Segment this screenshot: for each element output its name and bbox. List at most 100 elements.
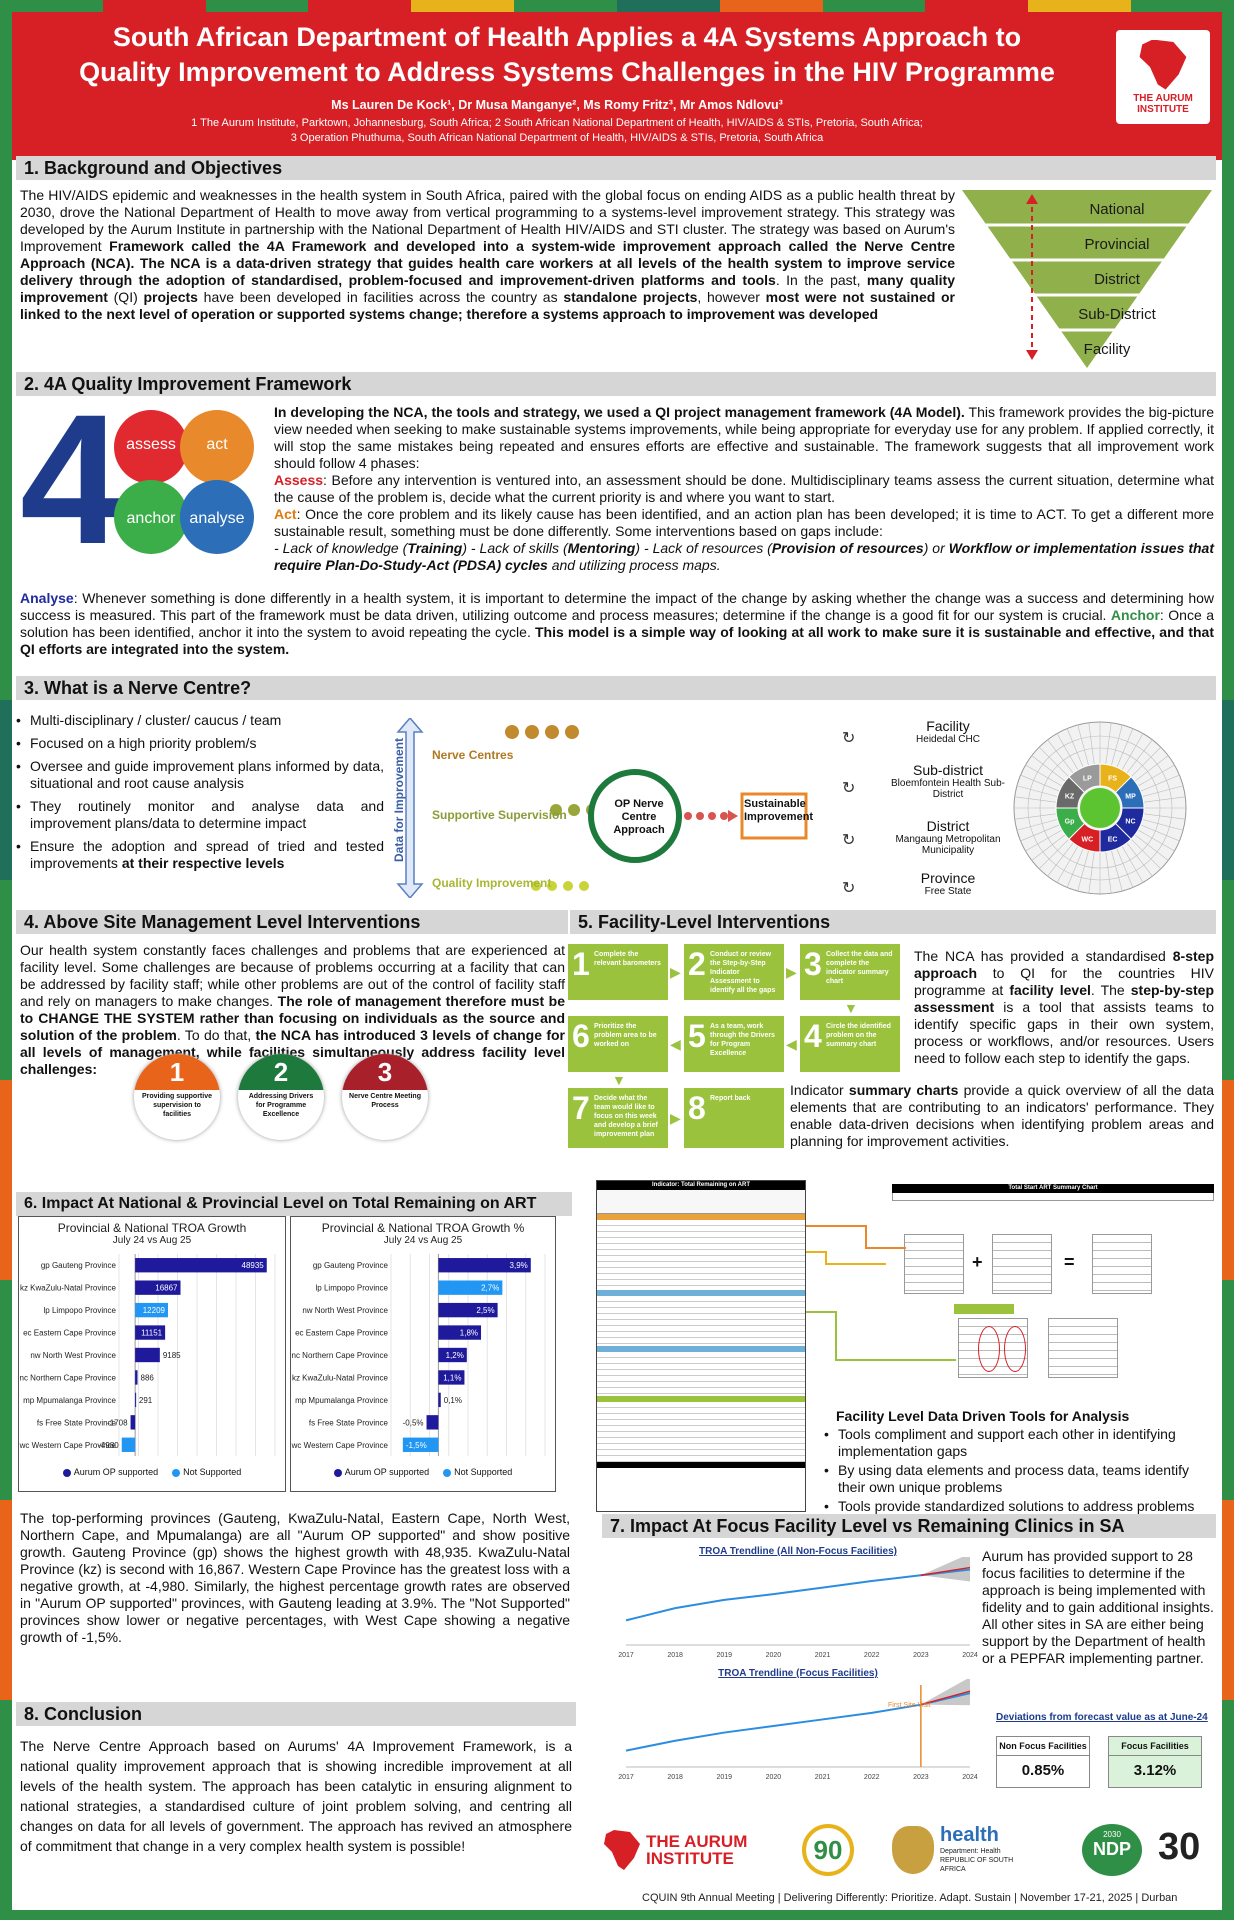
level-facility: Facility (1083, 340, 1131, 358)
x-tick-label: 2022 (864, 1774, 880, 1781)
section-3-title: 3. What is a Nerve Centre? (16, 676, 1216, 700)
x-tick-label: 2023 (913, 1652, 929, 1659)
x-tick-label: 2021 (815, 1774, 831, 1781)
wheel-spoke (1139, 796, 1186, 804)
bullet-item: Focused on a high priority problem/s (16, 735, 384, 752)
section-2-analyse-text: Analyse: Whenever something is done diff… (20, 590, 1214, 657)
list-item: Tools compliment and support each other … (824, 1426, 1216, 1460)
wheel-spoke (1056, 842, 1081, 883)
category-label: mp Mpumalanga Province (23, 1396, 116, 1405)
x-tick-label: 2024 (962, 1774, 978, 1781)
wheel-spoke (1115, 844, 1134, 888)
wheel-spoke (1131, 755, 1169, 784)
tools-list: Tools compliment and support each other … (824, 1426, 1216, 1517)
data-label: 0,1% (444, 1396, 462, 1405)
wheel-spoke (1066, 728, 1085, 772)
section-4-text: Our health system constantly faces chall… (20, 942, 566, 1077)
wheel-label: NC (1125, 819, 1135, 826)
tools-title: Facility Level Data Driven Tools for Ana… (836, 1408, 1130, 1424)
ninety-logo: 90 (802, 1824, 854, 1876)
section-7-title: 7. Impact At Focus Facility Level vs Rem… (602, 1514, 1216, 1538)
poster-title: South African Department of Health Appli… (79, 22, 1055, 87)
trend-line (625, 1568, 971, 1622)
deviation-title: Deviations from forecast value as at Jun… (996, 1712, 1208, 1723)
bar (135, 1347, 160, 1363)
layer-supportive-supervision: Supportive Supervision (432, 808, 567, 822)
data-label: 886 (141, 1373, 155, 1382)
x-tick-label: 2017 (618, 1774, 634, 1781)
category-label: nw North West Province (30, 1351, 116, 1360)
data-label: 2,5% (476, 1306, 494, 1315)
wheel-spoke (1025, 764, 1066, 789)
wheel-label: KZ (1065, 793, 1075, 800)
list-item: Tools provide standardized solutions to … (824, 1498, 1216, 1515)
wheel-spoke (1131, 832, 1169, 861)
wheel-spoke (1031, 832, 1069, 861)
section-5-title: 5. Facility-Level Interventions (570, 910, 1216, 934)
forecast-line (920, 1566, 971, 1577)
sustainable-improvement-label: Sustainable Improvement (744, 798, 814, 823)
wheel-spoke (1031, 755, 1069, 784)
africa-map-icon (1139, 39, 1187, 90)
wheel-spoke (1128, 836, 1162, 870)
data-label: 1,8% (460, 1329, 478, 1338)
category-label: mp Mpumalanga Province (295, 1396, 388, 1405)
chart-subtitle: July 24 vs Aug 25 (112, 1235, 192, 1246)
section-4-title: 4. Above Site Management Level Intervent… (16, 910, 568, 934)
first-site-visit-label: First Site Visit (888, 1702, 931, 1709)
wheel-spoke (1038, 746, 1072, 780)
x-tick-label: 2023 (913, 1774, 929, 1781)
layer-nerve-centres: Nerve Centres (432, 748, 514, 762)
wheel-label: Gp (1065, 819, 1075, 826)
wheel-spoke (1056, 733, 1081, 774)
equals-icon: = (1064, 1252, 1075, 1272)
data-label: -0,5% (403, 1418, 424, 1427)
level-national: National (1089, 200, 1145, 218)
x-tick-label: 2020 (766, 1652, 782, 1659)
wheel-spoke (1016, 818, 1062, 831)
bullet-item: They routinely monitor and analyse data … (16, 798, 384, 832)
arrow-down-icon: ▼ (612, 1072, 626, 1088)
data-label: 291 (139, 1396, 153, 1405)
bar (426, 1415, 439, 1430)
wheel-label: EC (1108, 836, 1118, 843)
wheel-spoke (1038, 836, 1072, 870)
bar (438, 1325, 482, 1340)
trend-line (625, 1692, 971, 1752)
wheel-spoke (1088, 847, 1096, 894)
wheel-spoke (1014, 796, 1061, 804)
x-tick-label: 2018 (667, 1774, 683, 1781)
arc-arrow-icon: ↻ (842, 880, 856, 897)
bullet-item: Ensure the adoption and spread of tried … (16, 838, 384, 872)
arrow-right-icon: ▶ (670, 1110, 681, 1126)
category-label: nw North West Province (302, 1306, 388, 1315)
wheel-spoke (1104, 847, 1112, 894)
top-color-stripes (0, 0, 1234, 12)
bullet-item: Oversee and guide improvement plans info… (16, 758, 384, 792)
x-tick-label: 2024 (962, 1652, 978, 1659)
section-5-text-b: Indicator summary charts provide a quick… (790, 1082, 1215, 1149)
arrow-left-icon: ◀ (786, 1036, 797, 1052)
x-tick-label: 2019 (716, 1774, 732, 1781)
africa-map-icon (604, 1830, 640, 1870)
arc-arrow-icon: ↻ (842, 730, 856, 747)
wheel-spoke (1047, 739, 1076, 777)
section-1-text: The HIV/AIDS epidemic and weaknesses in … (20, 187, 955, 322)
wheel-spoke (1014, 812, 1061, 820)
wheel-spoke (1138, 818, 1184, 831)
affiliations: 1 The Aurum Institute, Parktown, Johanne… (191, 117, 923, 144)
ndp-logo: 2030 NDP (1082, 1824, 1142, 1876)
bar (438, 1258, 531, 1273)
arrow-right-icon: ▶ (786, 964, 797, 980)
